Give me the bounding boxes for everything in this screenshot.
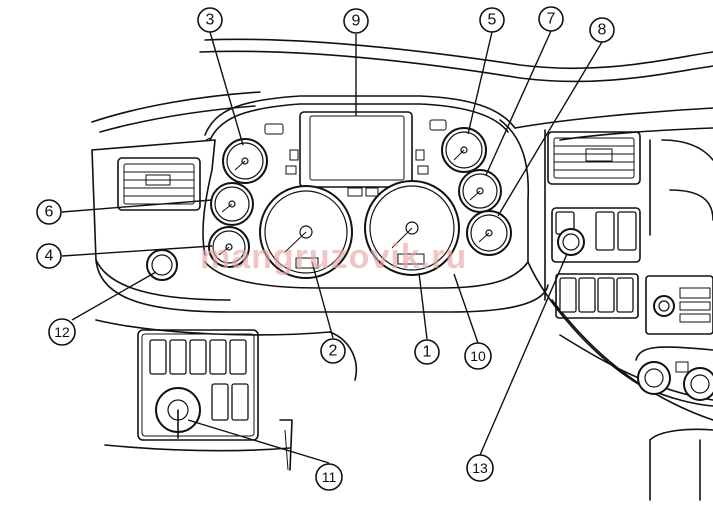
callout-3-label: 3 <box>206 12 215 29</box>
callout-11: 11 <box>315 463 343 491</box>
callout-10: 10 <box>464 342 492 370</box>
callout-13: 13 <box>466 454 494 482</box>
callout-1: 1 <box>414 339 440 365</box>
callout-5-label: 5 <box>488 12 497 29</box>
callout-2-label: 2 <box>329 343 338 360</box>
callout-7: 7 <box>538 6 564 32</box>
gauge-5 <box>441 127 487 173</box>
watermark-text: mangruzovik.ru <box>200 238 467 276</box>
right-air-vent <box>547 131 641 185</box>
radio-unit <box>645 275 713 335</box>
callout-12-label: 12 <box>54 324 70 340</box>
callout-9-label: 9 <box>352 13 361 30</box>
right-switch-panel <box>551 207 641 319</box>
callout-1-label: 1 <box>423 344 432 361</box>
callout-12: 12 <box>48 318 76 346</box>
gauge-4 <box>208 226 250 268</box>
tachometer-gauge <box>259 185 353 279</box>
right-panel-recess <box>649 139 713 236</box>
callout-4: 4 <box>36 243 62 269</box>
callout-5: 5 <box>479 7 505 33</box>
callout-7-label: 7 <box>547 11 556 28</box>
callout-8: 8 <box>589 17 615 43</box>
leader-lines <box>61 30 603 464</box>
callout-8-label: 8 <box>598 22 607 39</box>
callout-9: 9 <box>343 8 369 34</box>
callout-6: 6 <box>36 199 62 225</box>
left-air-vent <box>117 157 201 211</box>
callout-2: 2 <box>320 338 346 364</box>
gauge-6 <box>210 182 254 226</box>
speedometer-gauge <box>364 180 460 276</box>
callout-6-label: 6 <box>45 204 54 221</box>
hvac-knobs <box>635 346 713 401</box>
lower-switch-panel <box>137 329 259 441</box>
callout-13-label: 13 <box>472 460 488 476</box>
callout-11-label: 11 <box>322 469 337 485</box>
gauge-7 <box>458 169 502 213</box>
callout-4-label: 4 <box>45 248 54 265</box>
callout-10-label: 10 <box>470 348 486 364</box>
callout-3: 3 <box>197 7 223 33</box>
ignition-knob <box>146 249 178 281</box>
gauge-8 <box>466 210 512 256</box>
gauge-3 <box>222 138 268 184</box>
